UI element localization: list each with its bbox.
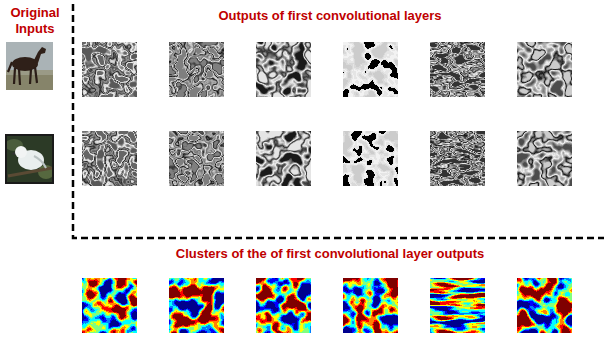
horse-horizon — [6, 70, 53, 75]
conv-output-map — [430, 42, 485, 97]
conv-output-map — [517, 42, 572, 97]
conv-output-map — [343, 131, 398, 186]
conv-output-map — [169, 42, 224, 97]
horse-legs — [8, 62, 37, 85]
cluster-map — [430, 278, 485, 333]
horse-image — [6, 42, 53, 90]
section-label: Original Inputs — [3, 5, 67, 37]
cluster-map — [169, 278, 224, 333]
bird-frame — [6, 135, 53, 183]
bird-wing — [34, 156, 46, 168]
horse-neck — [33, 47, 46, 63]
conv-output-map — [343, 42, 398, 97]
bird-head — [15, 146, 27, 158]
dashed-divider — [73, 4, 604, 238]
cluster-map — [256, 278, 311, 333]
horse-sky — [6, 42, 53, 90]
cluster-map — [82, 278, 137, 333]
bird-image — [5, 135, 54, 183]
conv-output-map — [430, 131, 485, 186]
section-title: Clusters of the of first convolutional l… — [176, 246, 484, 262]
conv-output-map — [256, 42, 311, 97]
conv-output-map — [82, 42, 137, 97]
conv-output-map — [169, 131, 224, 186]
cluster-map — [343, 278, 398, 333]
feature-maps — [82, 42, 572, 333]
conv-output-map — [517, 131, 572, 186]
cluster-map — [517, 278, 572, 333]
section-title: Outputs of first convolutional layers — [218, 8, 441, 24]
conv-output-map — [82, 131, 137, 186]
bird-beak — [11, 152, 15, 155]
conv-output-map — [256, 131, 311, 186]
bird-ground — [6, 135, 53, 183]
